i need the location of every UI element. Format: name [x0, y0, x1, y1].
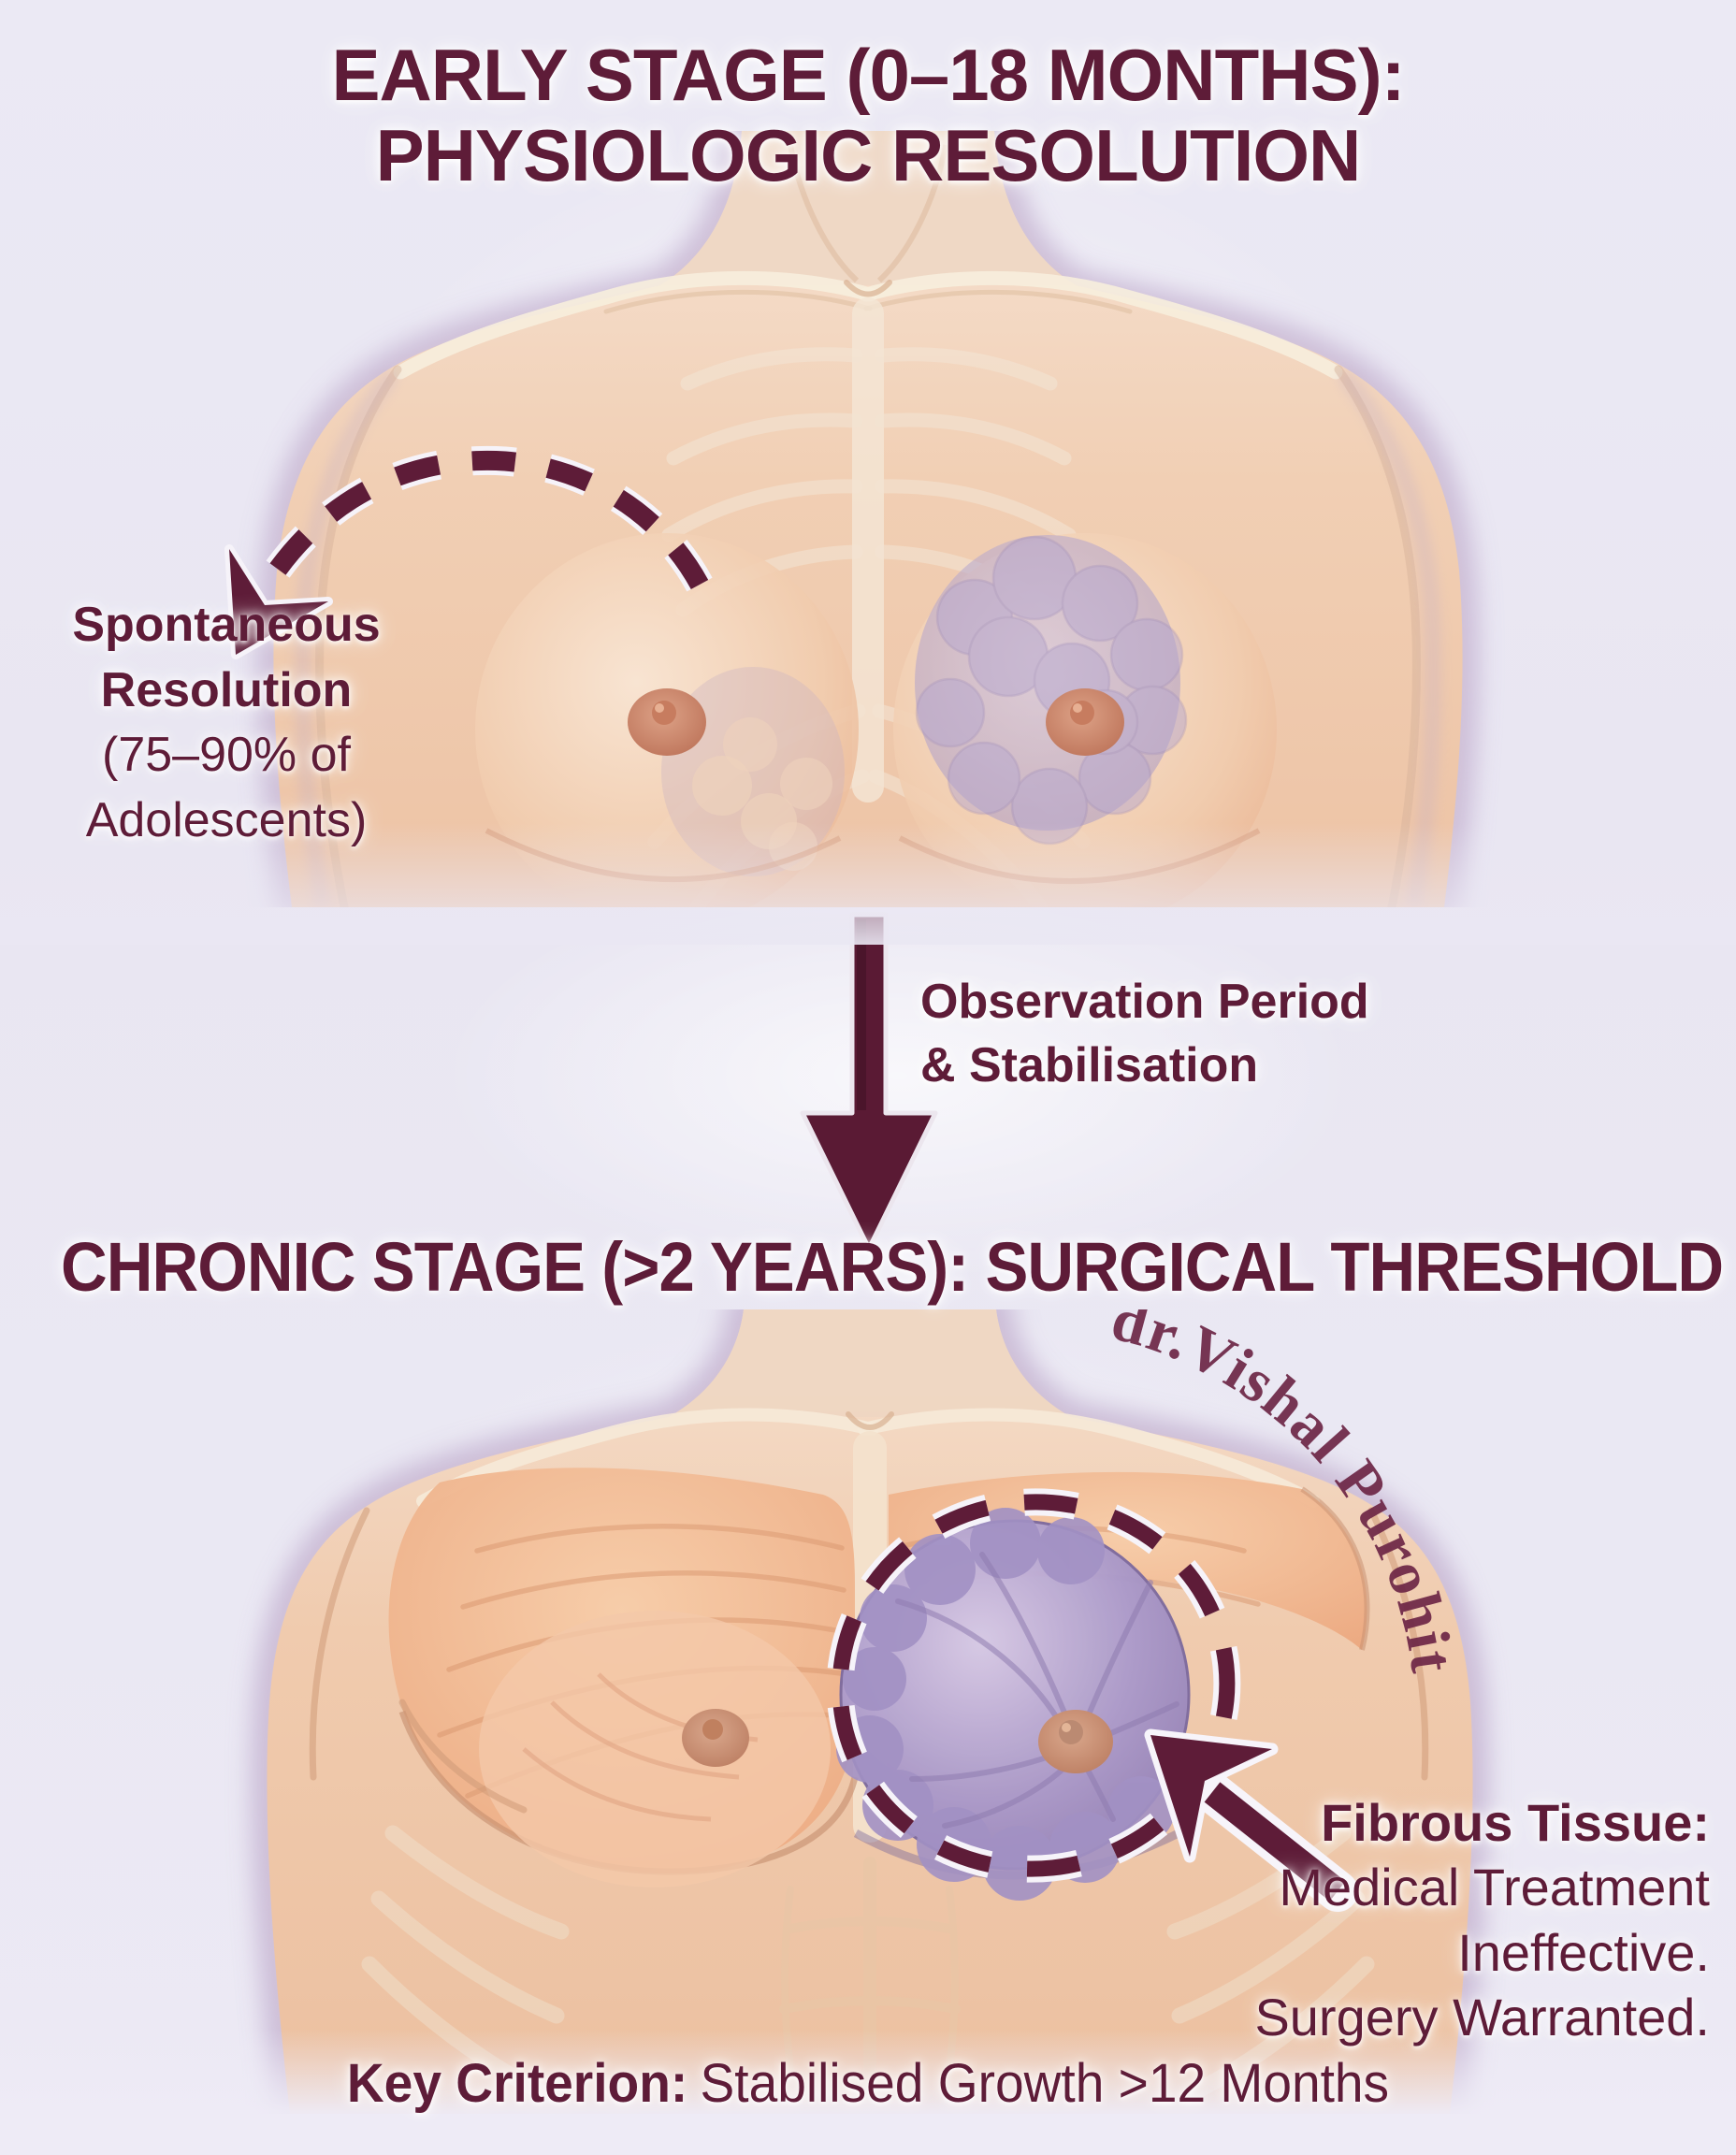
spontaneous-resolution-callout: Spontaneous Resolution (75–90% of Adoles… [21, 593, 432, 854]
observation-label-line2: & Stabilisation [920, 1037, 1259, 1092]
early-stage-title-line2: PHYSIOLOGIC RESOLUTION [375, 113, 1362, 196]
right-nipple [1046, 688, 1124, 756]
key-criterion-value: Stabilised Growth >12 Months [700, 2053, 1390, 2114]
callout-line: Ineffective. [1457, 1922, 1710, 1982]
observation-period-label: Observation Period & Stabilisation [920, 971, 1369, 1097]
callout-line: (75–90% of [102, 728, 351, 783]
early-stage-title-line1: EARLY STAGE (0–18 MONTHS): [331, 34, 1405, 116]
key-criterion-line: Key Criterion:Stabilised Growth >12 Mont… [43, 2052, 1692, 2115]
callout-line: Fibrous Tissue: [1321, 1793, 1710, 1852]
chronic-stage-title: CHRONIC STAGE (>2 YEARS): SURGICAL THRES… [60, 1228, 1724, 1306]
callout-line: Surgery Warranted. [1254, 1988, 1710, 2047]
callout-line: Adolescents) [85, 793, 368, 848]
early-stage-title: EARLY STAGE (0–18 MONTHS): PHYSIOLOGIC R… [0, 34, 1736, 196]
transition-down-arrow-icon [800, 912, 938, 1251]
fibrous-tissue-callout: Fibrous Tissue: Medical Treatment Ineffe… [1092, 1790, 1710, 2050]
callout-line: Spontaneous [72, 598, 381, 652]
observation-label-line1: Observation Period [920, 975, 1369, 1029]
callout-line: Resolution [100, 662, 353, 717]
left-breast-tissue [479, 1611, 831, 1887]
left-nipple [628, 688, 706, 756]
callout-line: Medical Treatment [1279, 1858, 1710, 1917]
key-criterion-label: Key Criterion: [346, 2053, 688, 2114]
